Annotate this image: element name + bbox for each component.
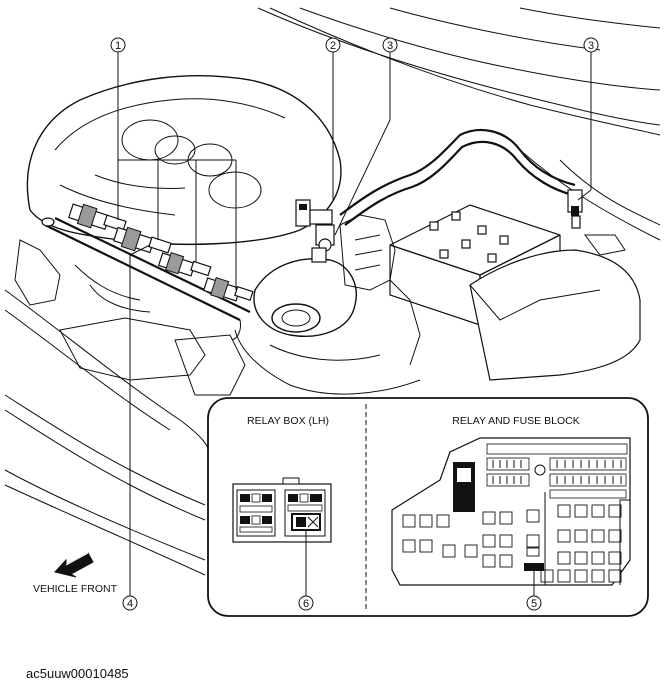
callout-3-right: 3 — [577, 37, 599, 201]
arrow-down-left-icon — [54, 552, 94, 578]
fuel-pressure-sensor — [295, 199, 335, 263]
fuel-injector — [113, 226, 172, 254]
callout-6: 6 — [298, 530, 314, 611]
fuel-injector — [157, 252, 212, 277]
relay-grid — [402, 504, 622, 583]
callout-2: 2 — [325, 37, 341, 200]
callout-5-label: 5 — [531, 598, 537, 610]
callout-1-label: 1 — [115, 40, 121, 52]
fuel-injector — [202, 277, 254, 302]
callout-2-label: 2 — [330, 40, 336, 52]
callout-6-label: 6 — [303, 598, 309, 610]
callout-3-left: 3 — [334, 37, 398, 236]
callout-3-left-label: 3 — [387, 40, 393, 52]
fuel-rail-assembly — [41, 203, 254, 341]
callout-1: 1 — [110, 37, 237, 290]
callout-5: 5 — [526, 571, 542, 611]
vehicle-front-indicator: VEHICLE FRONT — [33, 552, 118, 595]
figure-id: ac5uuw00010485 — [26, 666, 129, 681]
relay-box-lh — [232, 477, 332, 543]
relay-box-title: RELAY BOX (LH) — [247, 415, 329, 427]
inset-panel: RELAY BOX (LH) RELAY AND FUSE BLOCK — [207, 397, 649, 617]
fuel-line-connector — [567, 189, 583, 229]
vehicle-front-label: VEHICLE FRONT — [33, 583, 118, 595]
fuse-grid-top — [492, 460, 622, 484]
callout-3-right-label: 3 — [588, 40, 594, 52]
fuel-injector — [68, 203, 127, 232]
relay-fuse-block-title: RELAY AND FUSE BLOCK — [452, 415, 579, 427]
highlighted-fuel-pump-relay — [524, 563, 544, 571]
relay-fuse-block — [391, 437, 631, 586]
callout-4: 4 — [122, 244, 151, 611]
callout-4-label: 4 — [127, 598, 133, 610]
